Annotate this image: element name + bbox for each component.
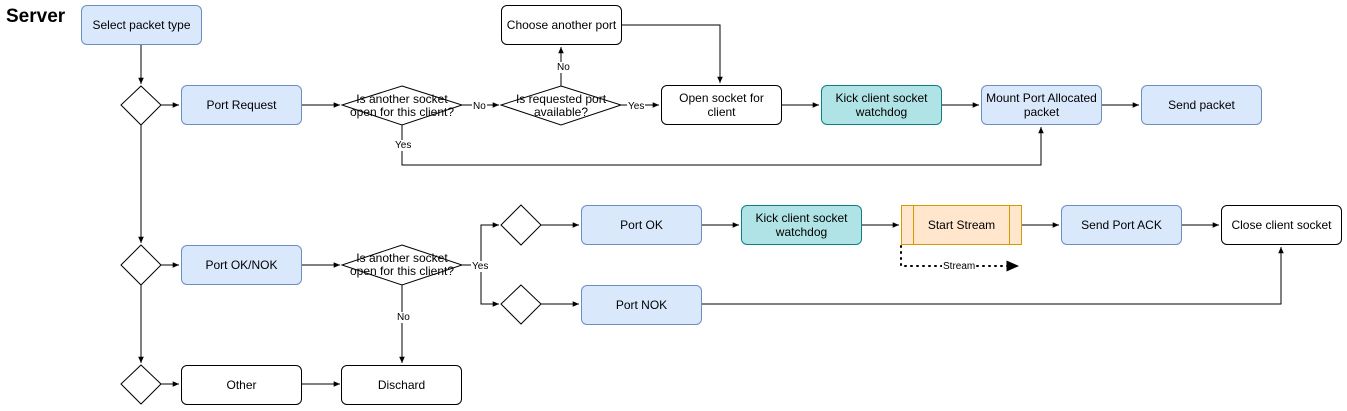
stream-right-bar [1009,206,1010,244]
open-socket-node[interactable]: Open socket for client [661,85,782,125]
edge-label-no-3: No [396,312,411,323]
edge-q3-yes-to-ok [462,222,499,266]
stream-left-bar [913,206,914,244]
packet-type-decision-3 [120,364,162,405]
edge-label-yes-1: Yes [394,140,413,151]
other-node[interactable]: Other [181,365,302,405]
diagram-title: Server [6,6,66,27]
edge-port-nok-to-close [701,247,1284,305]
port-nok-node[interactable]: Port NOK [581,285,702,325]
port-available-question: Is requested port available? [515,92,607,119]
discard-node[interactable]: Dischard [341,365,462,405]
send-port-ack-node[interactable]: Send Port ACK [1061,205,1182,245]
port-request-node[interactable]: Port Request [181,85,302,125]
another-socket-question-2: Is another socket open for this client? [349,251,455,278]
port-available-decision [499,85,623,126]
edge-q1-yes [401,125,1044,166]
port-ok-decision [500,204,542,246]
edge-label-stream: Stream [942,261,977,272]
send-packet-node[interactable]: Send packet [1141,85,1262,125]
choose-another-port-node[interactable]: Choose another port [501,5,622,45]
port-ok-nok-node[interactable]: Port OK/NOK [181,245,302,285]
packet-type-decision-2 [120,244,162,286]
kick-watchdog-node-2[interactable]: Kick client socket watchdog [741,205,862,245]
kick-watchdog-node-1[interactable]: Kick client socket watchdog [821,85,942,125]
close-client-socket-node[interactable]: Close client socket [1221,205,1342,245]
start-stream-node[interactable]: Start Stream [901,205,1022,245]
edge-stream-dotted [900,245,1020,272]
edge-label-yes-2: Yes [627,101,646,112]
port-ok-node[interactable]: Port OK [581,205,702,245]
edge-label-no-2: No [556,62,571,73]
select-packet-type-node[interactable]: Select packet type [81,5,202,45]
packet-type-decision-1 [120,85,162,126]
edge-label-yes-3: Yes [471,261,490,272]
port-nok-decision [500,284,542,325]
edge-choose-port-to-open-socket [621,24,723,83]
edge-q3-yes-to-nok [480,265,499,307]
another-socket-question-1: Is another socket open for this client? [349,92,455,119]
start-stream-label: Start Stream [927,218,996,232]
edge-label-no-1: No [472,101,487,112]
mount-port-allocated-node[interactable]: Mount Port Allocated packet [981,85,1102,125]
